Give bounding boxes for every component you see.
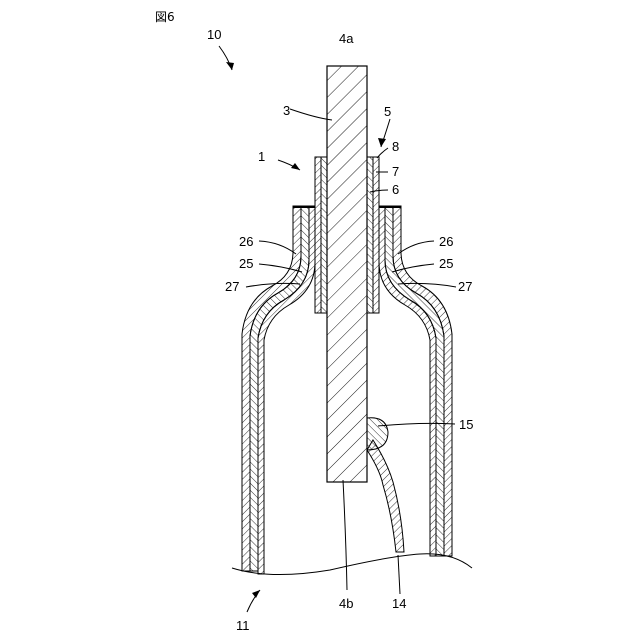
collar-left-top (293, 206, 315, 208)
label-26-left: 26 (239, 234, 253, 249)
label-3: 3 (283, 103, 290, 118)
label-6: 6 (392, 182, 399, 197)
label-15: 15 (459, 417, 473, 432)
label-11: 11 (236, 618, 250, 633)
label-4a: 4a (339, 31, 354, 46)
label-25-right: 25 (439, 256, 453, 271)
sleeve-left-inner (321, 157, 327, 313)
base-surface-line (232, 554, 472, 575)
label-1: 1 (258, 149, 265, 164)
lead-wire (367, 440, 404, 552)
sleeve-right-outer (373, 157, 379, 313)
central-rod (327, 66, 367, 482)
label-4b: 4b (339, 596, 353, 611)
label-27-right: 27 (458, 279, 472, 294)
label-7: 7 (392, 164, 399, 179)
sleeve-left-outer (315, 157, 321, 313)
label-26-right: 26 (439, 234, 453, 249)
collar-right-top (379, 206, 401, 208)
label-8: 8 (392, 139, 399, 154)
label-25-left: 25 (239, 256, 253, 271)
label-5: 5 (384, 104, 391, 119)
sleeve-right-inner (367, 157, 373, 313)
label-27-left: 27 (225, 279, 239, 294)
label-14: 14 (392, 596, 406, 611)
figure-title: 図6 (155, 10, 175, 24)
solder-bump (367, 418, 388, 450)
label-10: 10 (207, 27, 221, 42)
